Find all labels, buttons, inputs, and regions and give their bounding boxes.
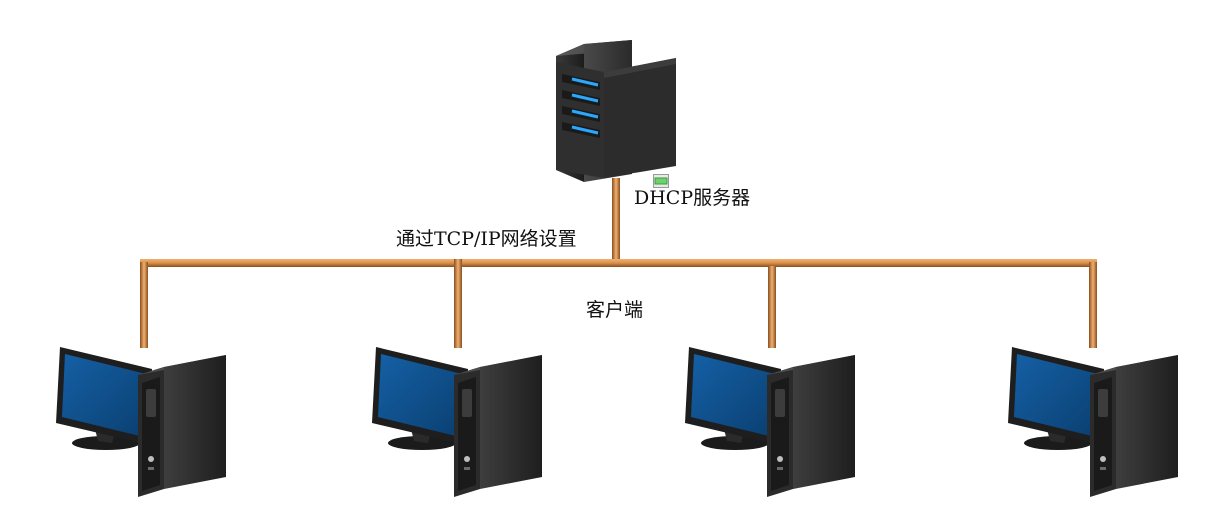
- server-drive-bays: [562, 74, 600, 138]
- client-computer-3: [685, 347, 855, 497]
- led-indicator-icon: [653, 174, 669, 188]
- client-computer-2: [372, 347, 542, 497]
- client-drop-cable-1: [140, 262, 148, 348]
- server-tower-icon: [556, 40, 676, 182]
- server-label: DHCP服务器: [634, 187, 751, 209]
- client-computer-1: [56, 347, 226, 497]
- network-cables: [140, 178, 1097, 348]
- bus-cable: [140, 259, 1097, 267]
- client-drop-cable-3: [768, 266, 776, 348]
- clients-label: 客户端: [586, 299, 644, 321]
- network-label: 通过TCP/IP网络设置: [396, 228, 577, 250]
- client-computer-4: [1008, 347, 1178, 497]
- client-drop-cable-2: [454, 259, 462, 348]
- client-drop-cable-4: [1089, 262, 1097, 348]
- server-drop-cable: [612, 178, 620, 260]
